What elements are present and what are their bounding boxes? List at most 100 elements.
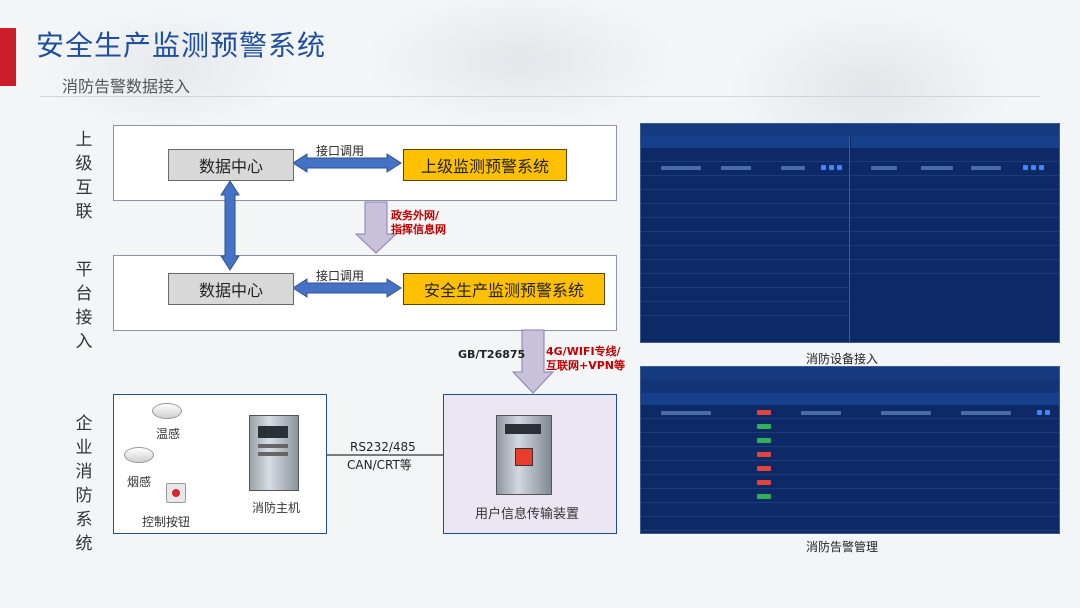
transport-label: 4G/WIFI专线/ 互联网+VPN等 xyxy=(546,345,625,373)
device-right-table xyxy=(851,136,1059,342)
table-row xyxy=(641,274,849,288)
alarm-status-tag xyxy=(757,480,771,485)
upper-interface-label: 接口调用 xyxy=(316,144,365,158)
alarm-status-tag xyxy=(757,494,771,499)
table-row xyxy=(641,517,1059,531)
table-row xyxy=(641,405,1059,419)
alarm-screenshot-caption: 消防告警管理 xyxy=(806,540,879,554)
alarm-management-screenshot xyxy=(640,366,1060,534)
platform-monitor-system: 安全生产监测预警系统 xyxy=(403,273,605,305)
enterprise-fire-system-box: 温感 烟感 控制按钮 消防主机 xyxy=(113,394,327,534)
upper-interface-arrow xyxy=(292,153,402,173)
section-label-upper: 上级互联 xyxy=(75,130,93,222)
smoke-sensor-label: 烟感 xyxy=(127,475,152,489)
table-row xyxy=(641,447,1059,461)
alarm-filter-bar xyxy=(641,379,1059,393)
table-row xyxy=(641,475,1059,489)
table-row xyxy=(851,176,1059,190)
alarm-status-tag xyxy=(757,410,771,415)
table-row xyxy=(851,232,1059,246)
table-row xyxy=(641,232,849,246)
alarm-table-header xyxy=(641,393,1059,405)
alarm-status-tag xyxy=(757,424,771,429)
alarm-status-tag xyxy=(757,438,771,443)
device-screenshot-toolbar xyxy=(641,124,1059,136)
net-label-line1: 政务外网/ xyxy=(391,209,440,222)
table-cell xyxy=(721,166,751,170)
table-row xyxy=(641,260,849,274)
control-button-label: 控制按钮 xyxy=(142,515,191,529)
transport-up-arrow xyxy=(511,329,555,394)
device-left-header xyxy=(641,136,849,148)
net-label: 政务外网/ 指挥信息网 xyxy=(391,209,446,237)
table-row xyxy=(641,288,849,302)
net-label-line2: 指挥信息网 xyxy=(391,223,446,236)
temp-sensor-label: 温感 xyxy=(156,427,181,441)
table-cell xyxy=(661,411,711,415)
row-action-icon[interactable] xyxy=(1031,165,1036,170)
row-action-icon[interactable] xyxy=(1045,410,1050,415)
transport-label-line1: 4G/WIFI专线/ xyxy=(546,345,621,358)
table-row xyxy=(641,190,849,204)
section-label-platform: 平台接入 xyxy=(75,260,93,352)
device-screenshot-caption: 消防设备接入 xyxy=(806,352,879,366)
table-row xyxy=(641,148,849,162)
upper-monitor-system: 上级监测预警系统 xyxy=(403,149,567,181)
row-action-icon[interactable] xyxy=(837,165,842,170)
platform-data-center: 数据中心 xyxy=(168,273,294,305)
control-button-icon xyxy=(166,483,186,503)
title-accent-bar xyxy=(0,28,16,86)
table-row xyxy=(641,218,849,232)
table-cell xyxy=(781,166,805,170)
section-label-enterprise: 企业消防系统 xyxy=(75,414,93,554)
table-row xyxy=(641,302,849,316)
subtitle-divider xyxy=(40,96,1040,97)
table-row xyxy=(851,204,1059,218)
row-action-icon[interactable] xyxy=(829,165,834,170)
table-row xyxy=(851,260,1059,274)
link-label-line2: CAN/CRT等 xyxy=(347,458,412,472)
temp-sensor-icon xyxy=(152,403,182,419)
transport-standard: GB/T26875 xyxy=(458,348,526,361)
platform-interface-label: 接口调用 xyxy=(316,269,365,283)
user-info-transfer-box: 用户信息传输装置 xyxy=(443,394,617,534)
table-cell xyxy=(871,166,897,170)
device-access-screenshot xyxy=(640,123,1060,343)
upper-data-center: 数据中心 xyxy=(168,149,294,181)
table-row xyxy=(641,489,1059,503)
datacenter-vertical-arrow xyxy=(220,180,240,271)
table-row xyxy=(851,218,1059,232)
table-cell xyxy=(801,411,841,415)
row-action-icon[interactable] xyxy=(1023,165,1028,170)
table-row xyxy=(641,204,849,218)
smoke-sensor-icon xyxy=(124,447,154,463)
net-down-arrow xyxy=(354,201,398,254)
table-cell xyxy=(921,166,953,170)
page-subtitle: 消防告警数据接入 xyxy=(62,77,191,96)
alarm-status-tag xyxy=(757,466,771,471)
table-cell xyxy=(961,411,1011,415)
link-label-line1: RS232/485 xyxy=(350,440,416,454)
fire-host-label: 消防主机 xyxy=(252,501,301,515)
table-cell xyxy=(661,166,701,170)
table-row xyxy=(851,162,1059,176)
transport-label-line2: 互联网+VPN等 xyxy=(546,359,625,372)
table-row xyxy=(641,433,1059,447)
table-row xyxy=(851,246,1059,260)
transfer-device-icon xyxy=(496,415,552,495)
table-row xyxy=(641,176,849,190)
transfer-device-label: 用户信息传输装置 xyxy=(475,507,580,522)
platform-interface-arrow xyxy=(292,278,402,298)
alarm-status-tag xyxy=(757,452,771,457)
table-cell xyxy=(971,166,1001,170)
row-action-icon[interactable] xyxy=(821,165,826,170)
fire-host-icon xyxy=(249,415,299,491)
device-right-header xyxy=(851,136,1059,148)
row-action-icon[interactable] xyxy=(1037,410,1042,415)
table-row xyxy=(641,461,1059,475)
device-left-table xyxy=(641,136,850,342)
table-row xyxy=(851,148,1059,162)
row-action-icon[interactable] xyxy=(1039,165,1044,170)
page-title: 安全生产监测预警系统 xyxy=(36,29,327,62)
alarm-table xyxy=(641,393,1059,531)
